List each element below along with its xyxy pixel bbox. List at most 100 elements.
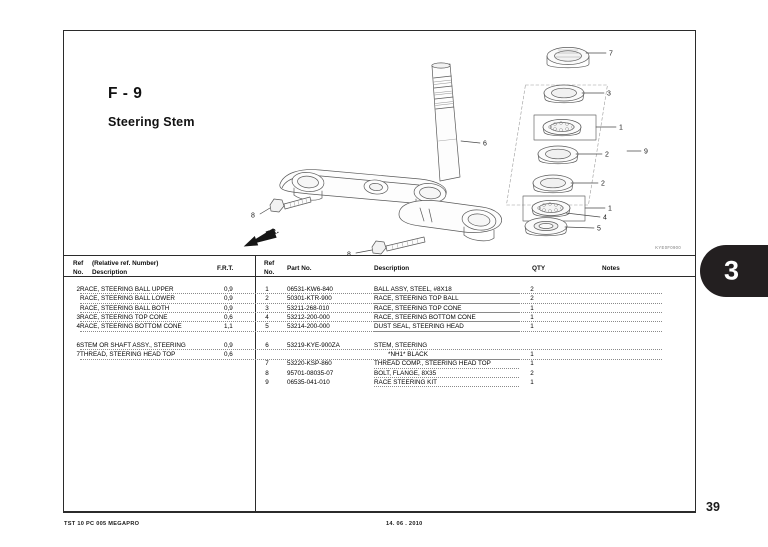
svg-text:4: 4 [603,215,607,222]
right-row-qty: 1 [530,313,534,321]
left-row-description: RACE, STEERING BALL UPPER [80,286,176,293]
right-row-description: *NH1* BLACK [388,351,430,359]
leader-dots [388,358,519,360]
right-row-part-no: 06531-KW6-840 [287,286,333,293]
left-row-description: RACE, STEERING BALL LOWER [80,295,177,303]
right-row-description: RACE, STEERING TOP CONE [374,304,464,312]
table-rule-header [64,276,695,278]
left-row-ref-no: 3 [76,313,80,321]
left-row-frt: 1,1 [224,323,233,331]
right-row-ref-no: 3 [265,304,269,312]
right-row-description: THREAD COMP., STEERING HEAD TOP [374,360,493,368]
right-row-ref-no: 9 [265,379,269,386]
section-tab-number: 3 [724,255,740,286]
left-row-frt: 0,6 [224,351,233,359]
svg-text:9: 9 [644,149,648,156]
left-row-description: RACE, STEERING BALL BOTH [80,304,172,312]
right-row-ref-no: 1 [265,286,269,293]
svg-text:5: 5 [597,226,601,233]
right-row-ref-no: 6 [265,341,269,349]
left-row-frt: 0,6 [224,313,233,321]
left-row-frt: 0,9 [224,304,233,312]
right-row-part-no: 53214-200-000 [287,323,330,331]
leader-dots [80,358,662,360]
left-header-frt: F.R.T. [217,264,234,272]
svg-text:FR.: FR. [265,226,280,239]
exploded-parts-diagram: 7 3 1 2 2 1 4 5 9 6 8 8 [224,31,694,255]
right-row-description: RACE, STEERING BOTTOM CONE [374,313,478,321]
right-row-qty: 1 [530,379,534,386]
left-table-row: RACE, STEERING BALL BOTH 0,9 [64,304,255,314]
right-row-part-no: 53219-KYE-900ZA [287,341,340,349]
right-header-qty: QTY [532,264,546,272]
right-row-ref-no: 2 [265,295,269,303]
left-row-description: RACE, STEERING TOP CONE [80,313,170,321]
svg-text:6: 6 [483,141,487,148]
right-row-description: DUST SEAL, STEERING HEAD [374,323,466,331]
right-row-ref-no: 7 [265,360,269,368]
right-row-part-no: 06535-041-010 [287,379,330,386]
svg-text:8: 8 [251,213,255,220]
footer-date: 14. 06 . 2010 [386,521,423,527]
right-row-description: STEM, STEERING [374,341,430,349]
svg-text:3: 3 [607,91,611,98]
left-row-frt: 0,9 [224,341,233,349]
svg-text:7: 7 [609,51,613,58]
section-title: Steering Stem [108,115,195,129]
right-row-ref-no: 5 [265,323,269,331]
right-row-part-no: 95701-08035-07 [287,369,334,377]
table-rule-vertical [255,255,257,512]
leader-dots [80,330,662,332]
leader-dots [80,312,662,313]
right-row-description: RACE, STEERING TOP BALL [374,295,461,303]
svg-text:1: 1 [608,206,612,213]
right-row-qty: 2 [530,369,534,377]
leader-dots [374,293,519,295]
right-row-description: BALL ASSY, STEEL, #8X18 [374,286,454,293]
right-row-ref-no: 4 [265,313,269,321]
right-header-part-no: Part No. [287,264,312,272]
leader-dots [80,321,662,323]
right-row-qty: 1 [530,304,534,312]
right-row-ref-no: 8 [265,369,269,377]
left-row-ref-no: 2 [76,286,80,293]
right-row-part-no: 53212-200-000 [287,313,330,321]
svg-text:2: 2 [605,152,609,159]
leader-dots [374,302,519,304]
leader-dots [374,321,519,323]
svg-text:2: 2 [601,181,605,188]
left-row-ref-no: 7 [76,351,80,359]
left-row-ref-no: 4 [76,323,80,331]
catalog-frame: F - 9 Steering Stem [63,30,696,513]
left-row-description: THREAD, STEERING HEAD TOP [80,351,178,359]
left-row-description: STEM OR SHAFT ASSY., STEERING [80,341,188,349]
left-row-ref-no: 6 [76,341,80,349]
section-tab[interactable]: 3 [700,245,768,297]
right-row-description: BOLT, FLANGE, 8X35 [374,369,439,377]
right-header-ref-no: Ref No. [264,260,275,276]
leader-dots [80,302,662,304]
right-row-qty: 1 [530,323,534,331]
section-code: F - 9 [108,85,143,102]
parts-table: Ref No. (Relative ref. Number) Descripti… [64,255,695,512]
forward-direction-marker: FR. [236,226,292,250]
left-row-frt: 0,9 [224,286,233,293]
section-title-block: F - 9 Steering Stem [108,85,195,129]
leader-dots [374,386,519,388]
right-table-row: 6 53219-KYE-900ZA STEM, STEERING [255,341,695,351]
illustration-code: KYE0F0900 [655,245,681,250]
right-header-notes: Notes [602,264,620,272]
page-number: 39 [706,500,720,514]
left-header-description: (Relative ref. Number) Description [92,260,159,276]
illustration-area: F - 9 Steering Stem [64,31,695,255]
right-row-qty: 1 [530,351,534,359]
right-row-part-no: 50301-KTR-900 [287,295,332,303]
